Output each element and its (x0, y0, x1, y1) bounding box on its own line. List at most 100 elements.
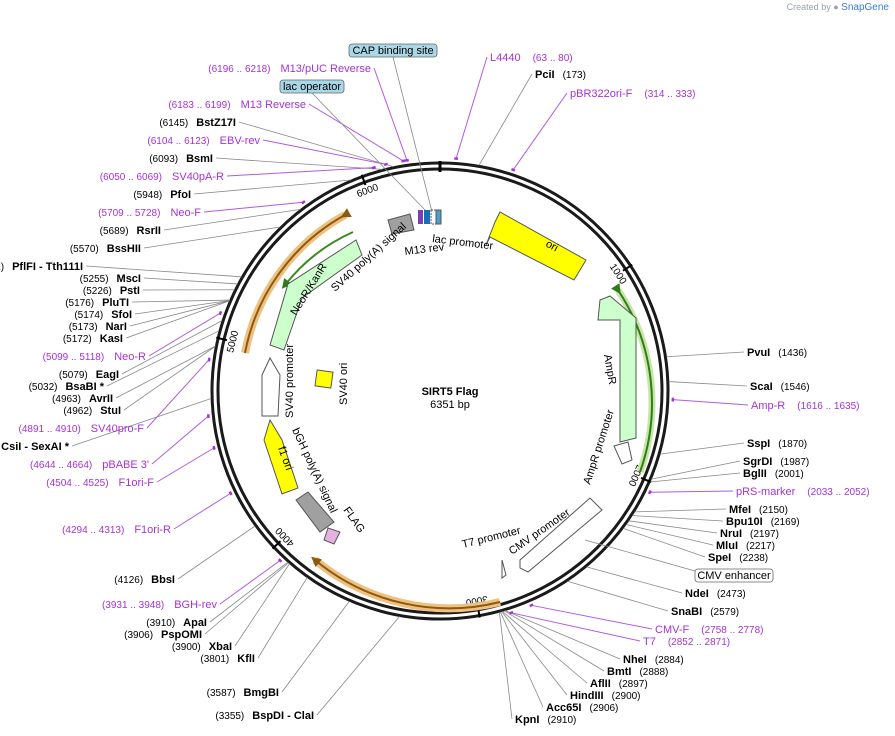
primer-name: Neo-F (170, 207, 201, 219)
site-leader (499, 612, 513, 720)
site-label[interactable]: (4963)AvrII (52, 393, 113, 405)
site-position: (4962) (63, 406, 92, 417)
site-label[interactable]: (3801)KflI (200, 653, 255, 665)
site-label[interactable]: MfeI(2150) (729, 504, 788, 516)
sv40-ori-feature[interactable] (314, 369, 334, 389)
site-label[interactable]: (3906)PspOMI (124, 629, 202, 641)
site-label[interactable]: (5570)BssHII (70, 243, 141, 255)
site-label[interactable]: HindIII(2900) (570, 690, 641, 702)
site-label[interactable]: PvuI(1436) (747, 347, 807, 359)
site-name: Bpu10I (726, 516, 763, 528)
primer-site-mark (404, 158, 409, 162)
site-label[interactable]: (5689)RsrII (100, 225, 161, 237)
site-label[interactable]: NruI(2197) (720, 528, 779, 540)
neor-green-arc (281, 231, 354, 289)
site-label[interactable]: (3900)XbaI (172, 641, 232, 653)
sv40pa-feature[interactable] (387, 213, 415, 235)
primer-label[interactable]: (3931 .. 3948)BGH-rev (102, 599, 218, 611)
ampr-promoter-feature[interactable] (613, 441, 633, 465)
credit-prefix: Created by (786, 2, 831, 12)
ring-tick-label: 1000 (607, 262, 629, 287)
primer-label[interactable]: Amp-R(1616 .. 1635) (751, 400, 860, 412)
site-label[interactable]: MluI(2217) (716, 540, 775, 552)
site-label[interactable]: BglII(2001) (743, 468, 804, 480)
lac-operator-feature[interactable] (424, 210, 430, 224)
site-label[interactable]: AflII(2897) (590, 678, 648, 690)
boxed-label-text[interactable]: lac operator (283, 81, 341, 93)
primer-leader (672, 399, 749, 406)
primer-label[interactable]: L4440(63 .. 80) (490, 52, 573, 64)
site-label[interactable]: PciI(173) (535, 69, 586, 81)
boxed-label-text[interactable]: CMV enhancer (697, 570, 771, 582)
boxed-label-text[interactable]: CAP binding site (352, 45, 433, 57)
t7-promoter-feature[interactable] (501, 559, 507, 579)
primer-label[interactable]: (4891 .. 4910)SV40pro-F (19, 423, 145, 435)
site-label[interactable]: (3587)BmgBI (207, 687, 279, 699)
site-label[interactable]: (6145)BstZ17I (159, 117, 236, 129)
primer-range: (2852 .. 2871) (668, 637, 730, 648)
primer-label[interactable]: pRS-marker(2033 .. 2052) (736, 486, 870, 498)
cmv-promoter-feature[interactable] (519, 497, 603, 573)
site-label[interactable]: (5079)EagI (59, 369, 119, 381)
ori-feature[interactable] (485, 211, 587, 281)
site-label[interactable]: (5291)PflFI - Tth111I (0, 261, 83, 273)
primer-site-mark (509, 611, 514, 615)
site-label[interactable]: Acc65I(2906) (546, 702, 618, 714)
site-label[interactable]: NdeI(2473) (685, 588, 746, 600)
site-label[interactable]: (3910)ApaI (146, 617, 207, 629)
site-label[interactable]: (5176)PluTI (65, 297, 129, 309)
primer-label[interactable]: (4504 .. 4525)F1ori-F (46, 477, 154, 489)
site-label[interactable]: (5255)MscI (80, 273, 141, 285)
primer-label[interactable]: (6196 .. 6218)M13/pUC Reverse (208, 63, 371, 75)
site-label[interactable]: BmtI(2888) (607, 666, 668, 678)
site-label[interactable]: ScaI(1546) (750, 381, 810, 393)
site-name: SfoI (111, 309, 132, 321)
primer-label[interactable]: T7(2852 .. 2871) (643, 636, 730, 648)
site-name: Acc65I (546, 702, 581, 714)
site-label[interactable]: SspI(1870) (747, 438, 807, 450)
site-label[interactable]: (5173)NarI (69, 321, 127, 333)
site-label[interactable]: SpeI(2238) (708, 552, 768, 564)
primer-name: pBR322ori-F (570, 88, 633, 100)
site-label[interactable]: (4962)StuI (63, 405, 121, 417)
credit-brand: SnapGene (841, 2, 889, 13)
site-label[interactable]: (5172)KasI (63, 333, 123, 345)
lac-promoter-feature[interactable] (430, 209, 437, 225)
site-position: (5032) (29, 382, 58, 393)
primer-leader (173, 492, 231, 530)
site-label[interactable]: (3355)BspDI - ClaI (215, 710, 314, 722)
site-name: PluTI (102, 297, 129, 309)
primer-label[interactable]: (6104 .. 6123)EBV-rev (147, 135, 260, 147)
site-label[interactable]: (6093)BsmI (149, 153, 213, 165)
site-label[interactable]: (5948)PfoI (133, 189, 191, 201)
primer-label[interactable]: (4294 .. 4313)F1ori-R (62, 524, 171, 536)
primer-range: (4504 .. 4525) (46, 478, 108, 489)
primer-label[interactable]: (5099 .. 5118)Neo-R (43, 351, 146, 363)
primer-label[interactable]: pBR322ori-F(314 .. 333) (570, 88, 696, 100)
site-label[interactable]: (5032)BsaBI * (29, 381, 105, 393)
flag-feature[interactable] (323, 527, 341, 545)
primer-label[interactable]: (6183 .. 6199)M13 Reverse (168, 99, 306, 111)
primer-leader (373, 67, 408, 161)
primer-label[interactable]: (5709 .. 5728)Neo-F (98, 207, 201, 219)
site-label[interactable]: (4126)BbsI (114, 574, 175, 586)
m13rev-feature[interactable] (418, 210, 423, 224)
site-label[interactable]: (5226)PstI (83, 285, 140, 297)
site-label[interactable]: KpnI(2910) (515, 714, 576, 726)
primer-label[interactable]: CMV-F(2758 .. 2778) (655, 624, 764, 636)
cap-site-feature[interactable] (435, 209, 442, 225)
site-label[interactable]: (4730)CsiI - SexAI * (0, 441, 70, 453)
site-label[interactable]: Bpu10I(2169) (726, 516, 800, 528)
f1ori-feature[interactable] (263, 418, 299, 495)
primer-label[interactable]: (4644 .. 4664)pBABE 3' (30, 459, 149, 471)
site-position: (2197) (750, 529, 779, 540)
bgh-feature[interactable] (295, 491, 335, 533)
site-label[interactable]: (5174)SfoI (74, 309, 132, 321)
site-label[interactable]: NheI(2884) (623, 654, 684, 666)
sv40-promoter-feature[interactable] (261, 356, 281, 417)
primer-label[interactable]: (6050 .. 6069)SV40pA-R (100, 171, 224, 183)
neor-feature[interactable] (269, 239, 363, 351)
ampr-feature[interactable] (597, 295, 637, 443)
site-label[interactable]: SnaBI(2579) (671, 606, 739, 618)
site-label[interactable]: SgrDI(1987) (743, 456, 809, 468)
